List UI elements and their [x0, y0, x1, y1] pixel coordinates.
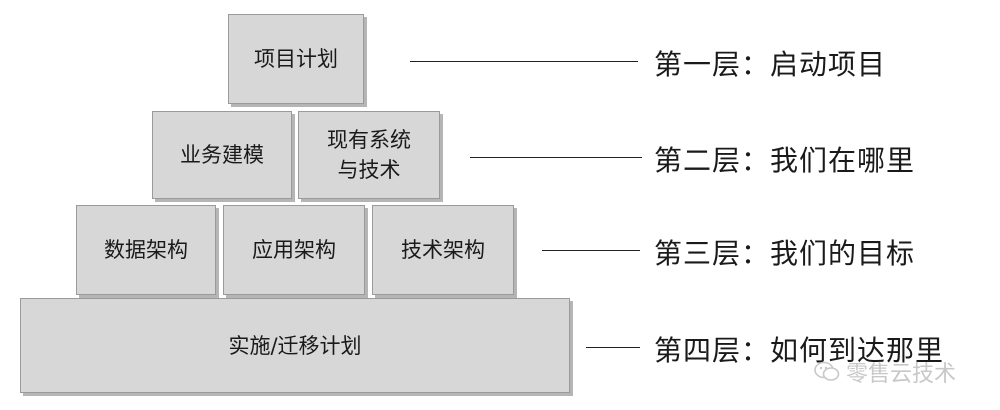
- block-data-architecture: 数据架构: [76, 205, 216, 295]
- block-label: 业务建模: [180, 143, 264, 167]
- block-label: 实施/迁移计划: [228, 333, 362, 358]
- watermark: 零售云技术: [814, 352, 956, 392]
- watermark-text: 零售云技术: [846, 362, 957, 387]
- block-label: 应用架构: [252, 238, 336, 262]
- layer-label-2: 第二层：我们在哪里: [654, 144, 916, 177]
- wechat-icon: [814, 361, 840, 383]
- connector-line-layer3: [542, 250, 640, 251]
- layer-label-1: 第一层：启动项目: [654, 48, 887, 81]
- block-label: 项目计划: [254, 47, 338, 71]
- block-label: 现有系统 与技术: [327, 128, 411, 182]
- block-implementation-migration: 实施/迁移计划: [20, 298, 570, 393]
- block-label: 技术架构: [401, 238, 485, 262]
- connector-line-layer1: [410, 61, 638, 62]
- connector-line-layer4: [586, 347, 640, 348]
- block-label: 数据架构: [104, 238, 188, 262]
- block-technology-architecture: 技术架构: [372, 205, 514, 295]
- layer-label-4: 第四层：如何到达那里: [654, 334, 945, 367]
- connector-line-layer2: [470, 157, 642, 158]
- block-application-architecture: 应用架构: [223, 205, 365, 295]
- block-project-plan: 项目计划: [228, 14, 364, 104]
- block-business-modeling: 业务建模: [152, 111, 292, 199]
- layer-label-3: 第三层：我们的目标: [654, 237, 916, 270]
- block-existing-systems: 现有系统 与技术: [298, 111, 440, 199]
